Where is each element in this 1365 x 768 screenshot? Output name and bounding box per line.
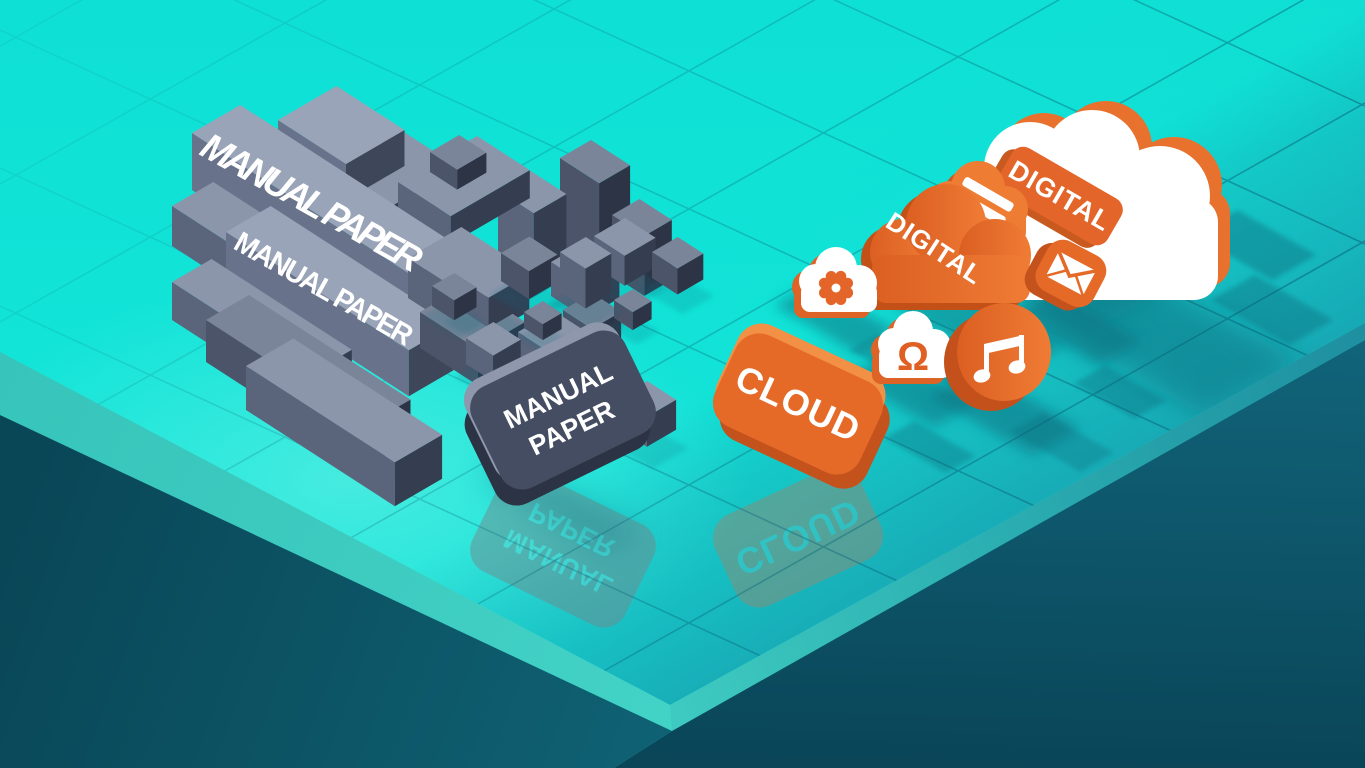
svg-text:Ω: Ω — [897, 335, 929, 379]
